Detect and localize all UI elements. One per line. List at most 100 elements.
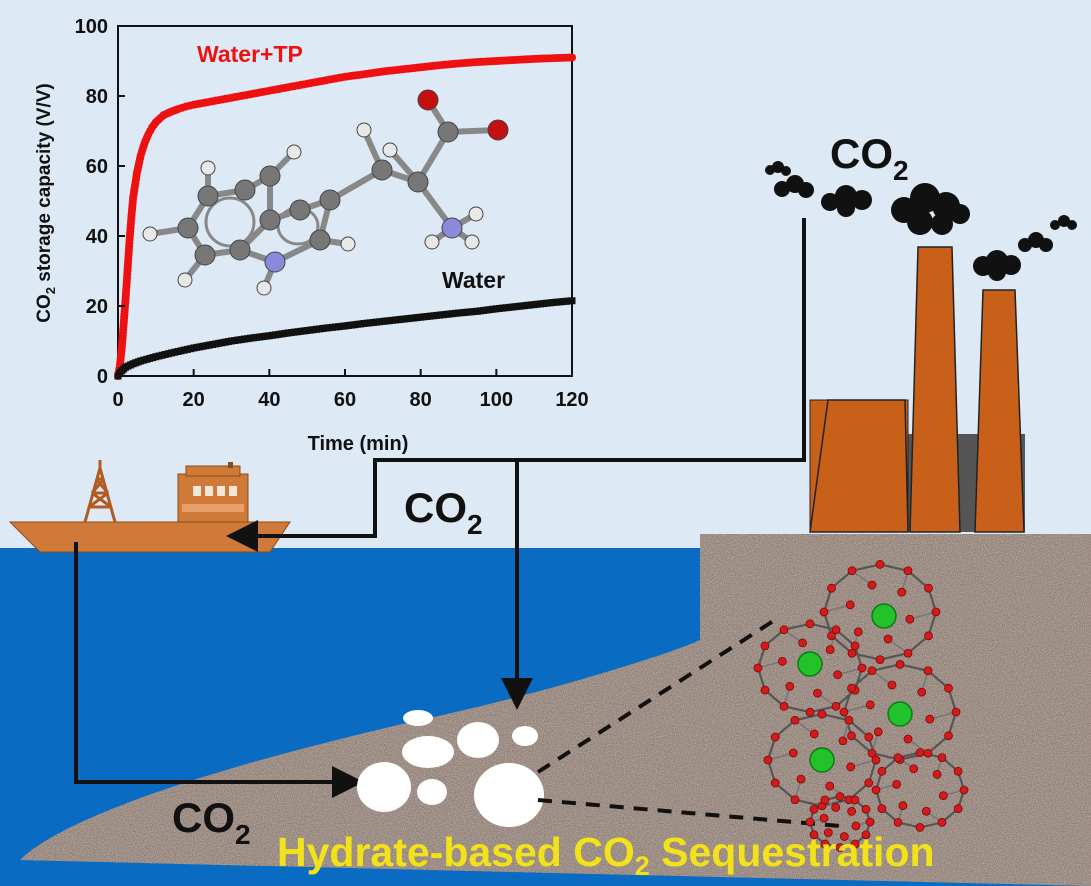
hydrogen-atom [256,280,272,296]
water-oxygen-atom [809,830,819,840]
water-oxygen-atom [923,748,933,758]
water-oxygen-atom [909,764,919,774]
hydrogen-bond [783,705,811,714]
water-oxygen-atom [923,666,933,676]
water-oxygen-atom [796,774,806,784]
water-oxygen-atom [867,748,877,758]
carbon-atom [289,199,311,221]
water-oxygen-atom [932,770,942,779]
hydrate-bubble [402,736,454,768]
y-tick-label: 20 [86,296,108,318]
co2-label-factory: CO2 [830,130,909,186]
water-oxygen-atom [937,753,947,763]
water-oxygen-atom [924,583,933,593]
hydrogen-atom [464,234,480,250]
y-axis-label: CO2 storage capacity (V/V) [34,83,58,323]
series-water [114,297,576,380]
hydrogen-bond [899,663,929,672]
water-oxygen-atom [877,804,887,814]
water-oxygen-atom [905,614,915,624]
hydrogen-bond [823,604,851,613]
hydrogen-atom [424,234,440,250]
smoke-cloud [891,183,970,235]
water-oxygen-atom [873,727,883,737]
water-oxygen-atom [831,701,841,711]
hydrogen-bond [879,563,909,572]
hydrogen-atom [200,160,216,176]
y-tick-label: 80 [86,86,108,108]
series-label-water-tp: Water+TP [197,41,303,67]
water-oxygen-atom [937,817,947,827]
water-oxygen-atom [853,627,863,637]
zoom-lines [536,616,841,828]
hydrogen-bond [879,652,909,661]
water-oxygen-atom [847,731,856,741]
carbon-atom [319,189,341,211]
water-oxygen-atom [827,583,836,593]
hydrogen-bond [843,704,871,713]
carbon-atom [371,159,393,181]
smoke-cloud [1018,232,1053,252]
x-tick-label: 80 [410,389,432,411]
flow-line-ship-to-hydrate [74,542,364,798]
water-oxygen-atom [770,732,780,742]
hydrogen-bond [783,622,811,631]
water-oxygen-atom [915,748,925,757]
water-oxygen-atom [833,670,843,680]
hydrogen-bond [909,611,937,620]
water-oxygen-atom [893,753,903,763]
y-tick-label: 100 [75,16,108,38]
hydrogen-bond [907,634,930,655]
water-oxygen-atom [867,580,877,590]
water-oxygen-atom [825,781,835,791]
carbon-atom [234,179,256,201]
smoke-cloud [821,185,872,217]
x-tick-label: 60 [334,389,356,411]
water-oxygen-atom [839,832,849,841]
water-oxygen-atom [903,734,913,744]
water-oxygen-atom [805,817,815,827]
water-oxygen-atom [944,683,953,693]
smoke-cloud [765,161,791,176]
water-oxygen-atom [823,828,833,838]
water-oxygen-atom [790,795,800,805]
hydrate-bubble [474,763,544,827]
water-oxygen-atom [924,631,933,641]
x-tick-label: 100 [480,389,513,411]
x-tick-label: 40 [258,389,280,411]
footer-title: Hydrate-based CO2 Sequestration [277,829,935,881]
water-oxygen-atom [871,785,881,795]
water-oxygen-atom [917,687,927,697]
hydrate-bubble [403,710,433,726]
carbon-atom [309,229,331,251]
water-oxygen-atom [785,682,795,691]
water-oxygen-atom [875,655,885,664]
ship [8,460,291,553]
data-point [568,297,576,305]
hydrate-bubble [457,722,499,758]
water-oxygen-atom [897,587,907,597]
hydrogen-atom [286,144,302,160]
water-oxygen-atom [838,736,848,746]
water-oxygen-atom [820,795,830,805]
water-oxygen-atom [827,631,836,641]
water-oxygen-atom [760,641,770,651]
water-oxygen-atom [813,688,822,698]
water-oxygen-atom [831,803,841,812]
hydrogen-bond [794,713,823,722]
water-oxygen-atom [763,755,773,765]
water-oxygen-atom [865,700,875,710]
series-water-tp [114,53,576,380]
water-oxygen-atom [851,821,861,831]
carbon-atom [437,121,459,143]
water-oxygen-atom [944,731,953,741]
hydrogen-bond [830,634,853,655]
water-oxygen-atom [819,813,829,823]
carbon-atom [194,244,216,266]
water-oxygen-atom [857,663,867,673]
y-tick-label: 40 [86,226,108,248]
carbon-atom [259,165,281,187]
co2-guest-molecule [797,651,823,677]
hydrate-bubble [512,726,538,746]
